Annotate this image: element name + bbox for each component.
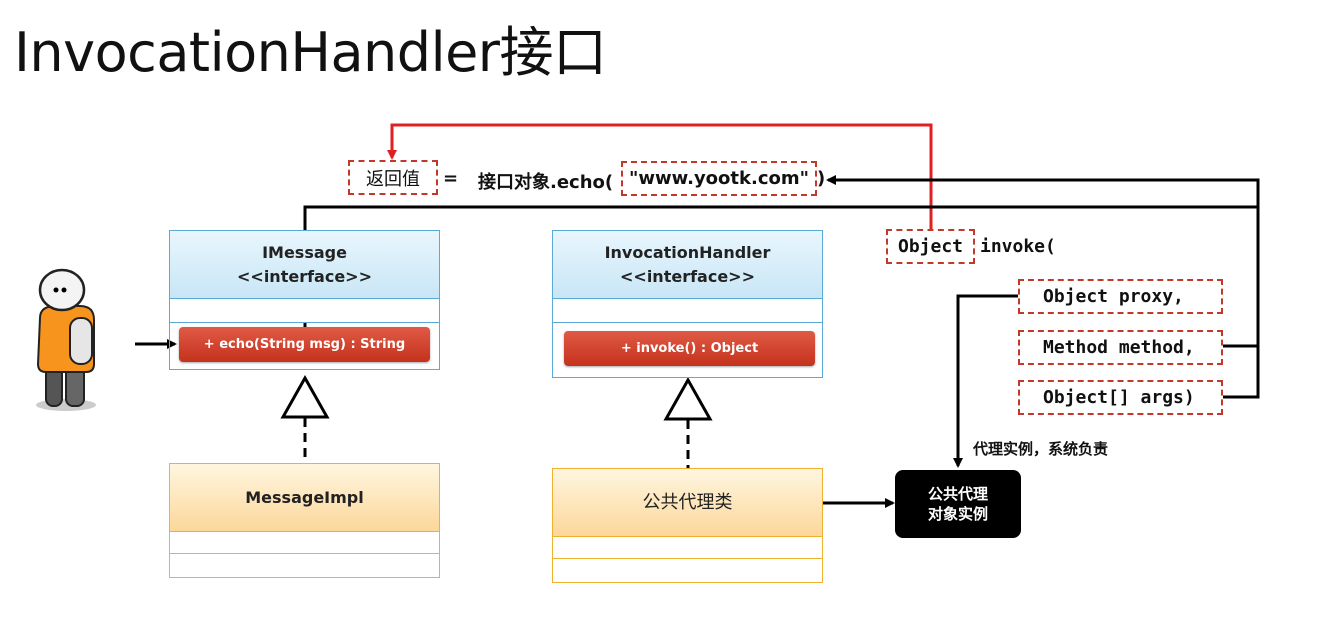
argument-box: "www.yootk.com": [621, 161, 817, 196]
messageimpl-class-box: MessageImpl: [169, 463, 440, 578]
proxy-param-line: [953, 294, 1018, 468]
return-value-box: 返回值: [348, 160, 438, 195]
echo-method-bar: + echo(String msg) : String: [179, 327, 430, 362]
handler-name: InvocationHandler: [604, 242, 771, 262]
handler-attributes: [553, 299, 822, 323]
param-method: Method method,: [1043, 337, 1195, 358]
imessage-interface-box: IMessage <<interface>>: [169, 230, 440, 370]
imessage-stereotype: <<interface>>: [237, 266, 372, 286]
param-args: Object[] args): [1043, 387, 1195, 408]
proxy-class-header: 公共代理类: [553, 469, 822, 537]
imessage-realization-triangle: [280, 374, 330, 419]
invoke-method-name: invoke(: [980, 236, 1056, 257]
return-value-label: 返回值: [366, 168, 420, 190]
args-return-line: [826, 175, 1260, 399]
argument-value: "www.yootk.com": [629, 168, 809, 189]
imessage-header: IMessage <<interface>>: [170, 231, 439, 299]
proxy-class-name: 公共代理类: [642, 491, 733, 513]
param-proxy-box: Object proxy,: [1018, 279, 1223, 314]
public-proxy-class-box: 公共代理类: [552, 468, 823, 583]
proxy-instance-box: 公共代理 对象实例: [895, 470, 1021, 538]
proxy-instance-line2: 对象实例: [927, 505, 988, 523]
imessage-attributes: [170, 299, 439, 323]
proxy-note: 代理实例，系统负责: [973, 440, 1109, 458]
handler-stereotype: <<interface>>: [620, 266, 755, 286]
handler-realization-triangle: [663, 376, 713, 421]
messageimpl-header: MessageImpl: [170, 464, 439, 532]
imessage-name: IMessage: [262, 242, 347, 262]
equals-sign: =: [443, 168, 459, 189]
messageimpl-name: MessageImpl: [245, 487, 364, 507]
invoke-method-bar: + invoke() : Object: [564, 331, 815, 366]
echo-call-prefix: 接口对象.echo(: [478, 172, 614, 193]
invoke-return-type: Object: [897, 236, 964, 257]
proxy-class-attributes: [553, 537, 822, 559]
param-method-box: Method method,: [1018, 330, 1223, 365]
return-arrow: [387, 123, 933, 230]
invoke-return-type-box: Object: [886, 229, 975, 264]
echo-call-close: ): [817, 168, 826, 189]
handler-header: InvocationHandler <<interface>>: [553, 231, 822, 299]
proxy-instance-line1: 公共代理: [927, 485, 988, 503]
param-args-box: Object[] args): [1018, 380, 1223, 415]
user-figure-icon: [36, 268, 96, 411]
param-proxy: Object proxy,: [1043, 286, 1184, 307]
messageimpl-attributes: [170, 532, 439, 554]
page-title: InvocationHandler接口: [14, 21, 607, 84]
invocation-handler-interface-box: InvocationHandler <<interface>>: [552, 230, 823, 378]
